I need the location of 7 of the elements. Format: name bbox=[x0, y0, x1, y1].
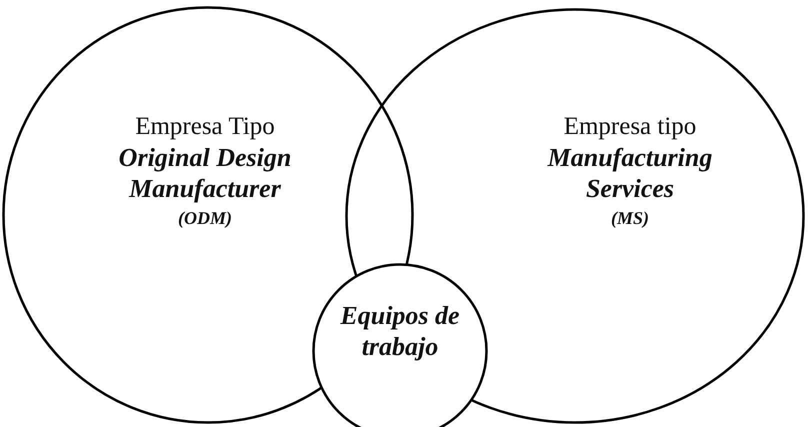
abbreviation-text: (ODM) bbox=[178, 208, 232, 230]
heading-text: Empresa tipo bbox=[564, 112, 696, 142]
title-text: Original Design Manufacturer bbox=[118, 142, 292, 204]
abbreviation-text: (MS) bbox=[610, 208, 649, 230]
heading-text: Empresa Tipo bbox=[135, 112, 275, 142]
title-text: Manufacturing Services bbox=[546, 142, 714, 204]
circle-label: Equipos de trabajo bbox=[339, 300, 461, 362]
